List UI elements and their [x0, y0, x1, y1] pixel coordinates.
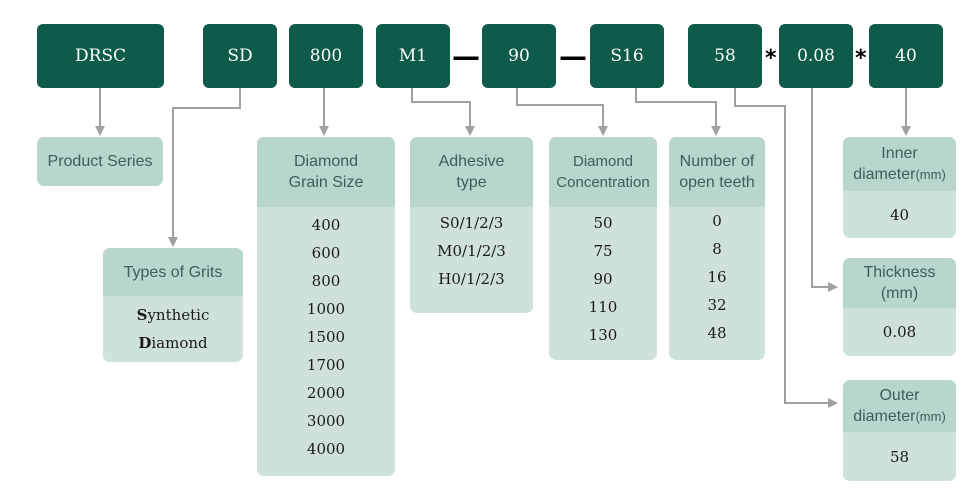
list-item: 800: [311, 272, 341, 290]
list-item: 400: [311, 216, 341, 234]
star-separator-2: *: [855, 46, 867, 71]
concentration-values: 50 75 90 110 130: [549, 207, 657, 360]
list-item: S0/1/2/3: [439, 214, 504, 232]
code-58: 58: [688, 24, 762, 88]
list-item: M0/1/2/3: [437, 242, 506, 260]
list-item: 90: [593, 270, 613, 288]
star-separator-1: *: [765, 46, 777, 71]
product-series-label: Product Series: [47, 152, 153, 170]
list-item: 1000: [306, 300, 346, 318]
list-item: 1700: [306, 356, 346, 374]
arrow-s16: [635, 88, 721, 136]
grits-card: Types of Grits Synthetic Diamond: [103, 248, 243, 362]
list-item: 8: [712, 240, 722, 258]
list-item: 4000: [306, 440, 346, 458]
arrow-90: [516, 88, 608, 136]
grit-diamond: Diamond: [138, 334, 208, 352]
list-item: 50: [593, 214, 613, 232]
list-item: H0/1/2/3: [438, 270, 505, 288]
list-item: 0: [712, 212, 722, 230]
grits-title: Types of Grits: [103, 248, 243, 296]
list-item: 3000: [306, 412, 346, 430]
thickness-title: Thickness(mm): [843, 258, 956, 308]
code-sd: SD: [203, 24, 277, 88]
inner-diameter-card: Inner diameter(mm) 40: [843, 137, 956, 238]
code-s16: S16: [590, 24, 664, 88]
list-item: 600: [311, 244, 341, 262]
adhesive-values: S0/1/2/3 M0/1/2/3 H0/1/2/3: [410, 207, 533, 313]
arrow-sd: [168, 88, 241, 247]
arrow-008: [811, 88, 838, 292]
code-90: 90: [482, 24, 556, 88]
list-item: 2000: [306, 384, 346, 402]
dash-separator-2: —: [559, 40, 587, 73]
inner-diameter-value: 40: [889, 205, 910, 224]
grain-size-values: 400 600 800 1000 1500 1700 2000 3000 400…: [257, 207, 395, 476]
outer-diameter-card: Outer diameter(mm) 58: [843, 380, 956, 481]
list-item: 16: [707, 268, 727, 286]
outer-diameter-value: 58: [889, 447, 910, 466]
list-item: 32: [707, 296, 727, 314]
list-item: 48: [707, 324, 727, 342]
thickness-value: 0.08: [882, 323, 917, 341]
grits-values: Synthetic Diamond: [103, 296, 243, 362]
list-item: 110: [588, 298, 618, 316]
code-40: 40: [869, 24, 943, 88]
outer-diameter-title: Outer diameter(mm): [843, 380, 956, 432]
arrow-58: [734, 88, 838, 408]
list-item: 75: [593, 242, 613, 260]
code-800: 800: [289, 24, 363, 88]
code-m1: M1: [376, 24, 450, 88]
thickness-card: Thickness(mm) 0.08: [843, 258, 956, 356]
code-008: 0.08: [779, 24, 853, 88]
product-series-box: Product Series: [37, 137, 163, 186]
inner-diameter-title: Inner diameter(mm): [843, 137, 956, 191]
grit-synthetic: Synthetic: [136, 306, 210, 324]
list-item: 130: [588, 326, 618, 344]
arrow-m1: [411, 88, 475, 136]
code-drsc: DRSC: [37, 24, 164, 88]
teeth-values: 0 8 16 32 48: [669, 207, 765, 360]
list-item: 1500: [306, 328, 346, 346]
dash-separator-1: —: [452, 40, 480, 73]
